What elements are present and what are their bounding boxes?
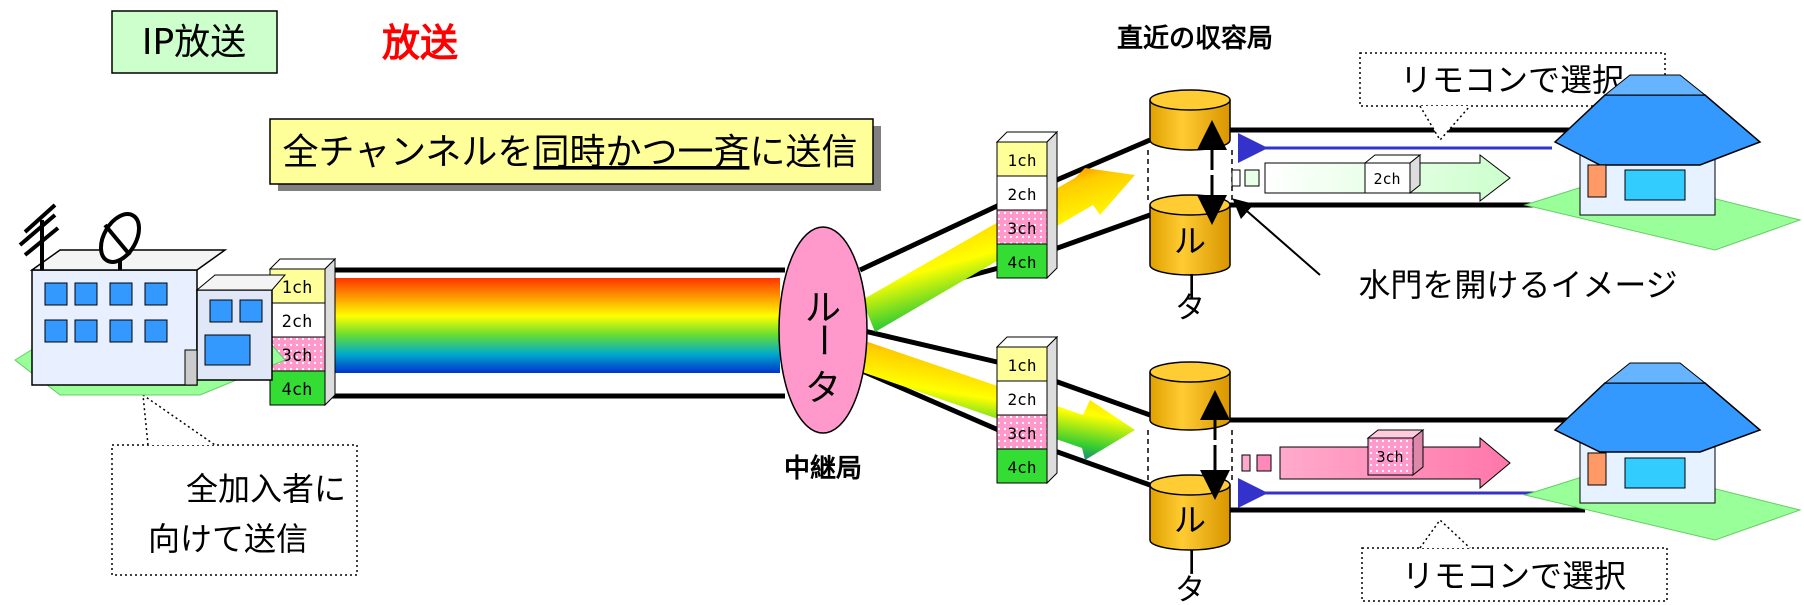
selected-bottom-channel: 3ch: [1376, 448, 1403, 466]
router-bottom-char-1: ル: [1174, 501, 1206, 539]
source-ch3: 3ch: [282, 346, 313, 366]
router-bottom-char-2: ー: [1172, 547, 1207, 577]
banner-text: 全チャンネルを同時かつ一斉に送信: [283, 132, 858, 173]
banner-box: 全チャンネルを同時かつ一斉に送信: [269, 118, 881, 191]
router-top-char-2: ー: [1172, 271, 1207, 301]
relay-station-label: 中継局: [784, 453, 862, 484]
router-main-char-1: ル: [805, 288, 841, 329]
source-ch2: 2ch: [282, 312, 313, 332]
bottom-ch2: 2ch: [1008, 390, 1037, 409]
router-bottom-char-3: タ: [1175, 573, 1205, 605]
bottom-ch1: 1ch: [1008, 356, 1037, 375]
channel-stack-source: 1ch 2ch 3ch 4ch: [268, 257, 337, 407]
top-ch1: 1ch: [1008, 151, 1037, 170]
house-icon-bottom: [1523, 362, 1802, 541]
floodgate-top: ル: [1147, 89, 1233, 276]
channel-stack-top: 1ch 2ch 3ch 4ch: [995, 130, 1059, 280]
top-ch3: 3ch: [1008, 219, 1037, 238]
remote-select-callout-top: リモコンで選択: [1359, 52, 1666, 142]
all-subscribers-line2: 向けて送信: [148, 520, 308, 558]
relay-router: ル ー タ: [778, 226, 868, 434]
top-ch2: 2ch: [1008, 185, 1037, 204]
top-ch4: 4ch: [1008, 253, 1037, 272]
floodgate-text: 水門を開けるイメージ: [1358, 266, 1677, 304]
router-main-char-2: ー: [802, 322, 843, 358]
satellite-dish-icon: [99, 212, 141, 270]
remote-select-bottom-text: リモコンで選択: [1402, 557, 1626, 595]
broadcast-heading: 放送: [382, 21, 458, 65]
source-ch4: 4ch: [282, 380, 313, 400]
ip-broadcast-label: IP放送: [111, 10, 278, 74]
antenna-icon: [18, 203, 60, 270]
selected-stream-top: 2ch: [1231, 153, 1511, 203]
nearest-station-label: 直近の収容局: [1117, 23, 1273, 54]
remote-select-callout-bottom: リモコンで選択: [1361, 518, 1668, 602]
floodgate-bottom: ル: [1147, 361, 1233, 551]
ip-broadcast-text: IP放送: [142, 22, 246, 63]
source-ch1: 1ch: [282, 278, 313, 298]
all-subscribers-line1: 全加入者に: [186, 470, 346, 508]
bottom-ch4: 4ch: [1008, 458, 1037, 477]
house-icon-top: [1523, 74, 1802, 251]
selected-stream-bottom: 3ch: [1241, 428, 1511, 490]
main-trunk: [328, 267, 785, 399]
all-subscribers-callout: 全加入者に 向けて送信: [111, 393, 358, 576]
selected-top-channel: 2ch: [1373, 170, 1400, 188]
access-lines-bottom: [1230, 417, 1585, 513]
floodgate-callout: 水門を開けるイメージ: [1232, 198, 1678, 304]
channel-stack-bottom: 1ch 2ch 3ch 4ch: [995, 335, 1059, 485]
broadcast-station-icon: [14, 249, 287, 396]
remote-select-top-text: リモコンで選択: [1400, 61, 1624, 99]
banner-underlined-text: 同時かつ一斉: [533, 132, 749, 173]
router-main-char-3: タ: [805, 368, 841, 409]
router-top-char-3: タ: [1175, 291, 1205, 326]
router-top-char-1: ル: [1174, 222, 1206, 260]
bottom-ch3: 3ch: [1008, 424, 1037, 443]
